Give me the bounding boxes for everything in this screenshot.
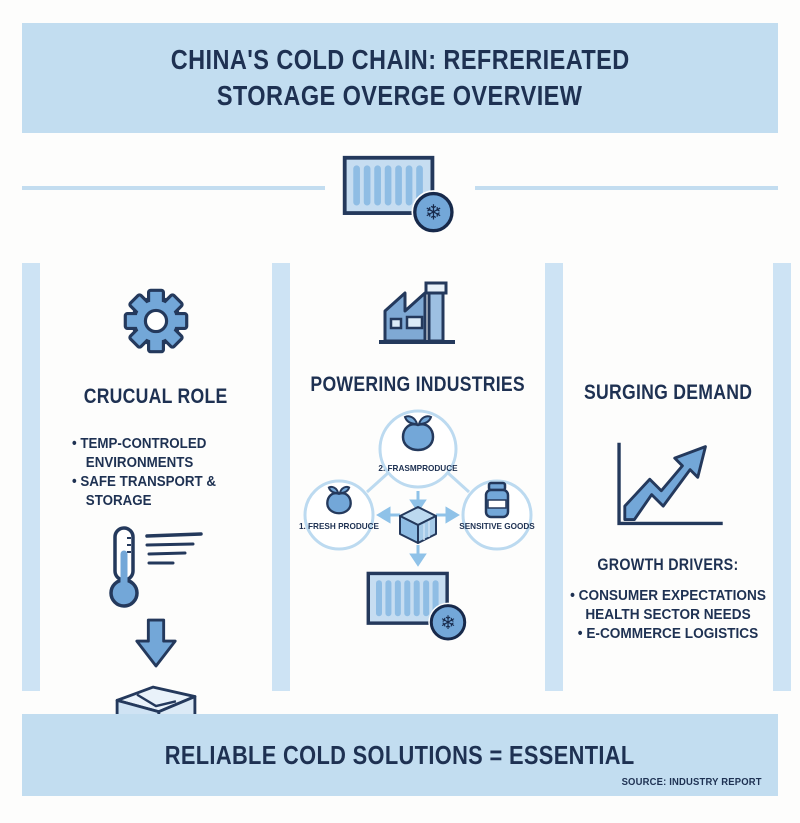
bullet-consumer-expectations: CONSUMER EXPECTATIONS HEALTH SECTOR NEED… <box>570 587 767 625</box>
refrigerated-container-icon: ❄ <box>364 569 472 643</box>
thermometer-reading-lines <box>145 531 203 564</box>
footer-band: RELIABLE COLD SOLUTIONS = ESSENTIAL SOUR… <box>22 714 778 796</box>
apple-icon <box>325 485 352 515</box>
container-stripes <box>353 165 423 206</box>
apple-icon <box>401 415 434 452</box>
column3-heading-wrap: SURGING DEMAND <box>568 381 768 405</box>
column-crucial-role: CRUCUAL ROLE TEMP-CONTROLED ENVIRONMENTS… <box>40 263 272 740</box>
column-surging-demand: SURGING DEMAND GROWTH DRIVERS: CONSUMER … <box>563 263 773 691</box>
columns-row: CRUCUAL ROLE TEMP-CONTROLED ENVIRONMENTS… <box>22 263 792 740</box>
down-arrow-icon <box>133 618 179 668</box>
thermometer-icon <box>95 524 217 614</box>
right-node-label: SENSITIVE GOODS <box>459 522 535 531</box>
column2-heading: POWERING INDUSTRIES <box>310 373 525 396</box>
gear-icon <box>120 285 192 357</box>
column3-heading: SURGING DEMAND <box>584 381 753 404</box>
refrigerated-container-icon: ❄ <box>325 153 475 235</box>
snowflake-icon: ❄ <box>440 613 456 634</box>
cold-chain-flow-diagram: 2. FRASMPRODUCE 1. FRESH PRODUCE SENSITI… <box>296 403 540 569</box>
crucial-role-bullets: TEMP-CONTROLED ENVIRONMENTS SAFE TRANSPO… <box>72 435 256 512</box>
column-divider-bar <box>545 263 564 691</box>
growth-drivers-subheading: GROWTH DRIVERS: <box>597 555 739 574</box>
growth-drivers-bullets: CONSUMER EXPECTATIONS HEALTH SECTOR NEED… <box>570 587 767 644</box>
infographic-page: { "header": { "title_line1": "CHINA'S CO… <box>0 23 800 823</box>
infographic: CHINA'S COLD CHAIN: REFRERIEATED STORAGE… <box>0 23 800 823</box>
left-node-circle <box>303 479 375 551</box>
bullet-ecommerce-logistics: E-COMMERCE LOGISTICS <box>570 625 767 644</box>
growth-chart-icon <box>605 437 731 533</box>
factory-icon <box>375 279 461 349</box>
bullet-safe-transport: SAFE TRANSPORT & STORAGE <box>72 473 256 511</box>
header-band: CHINA'S COLD CHAIN: REFRERIEATED STORAGE… <box>22 23 778 133</box>
column2-heading-wrap: POWERING INDUSTRIES <box>290 373 545 397</box>
top-node-label: 2. FRASMPRODUCE <box>378 464 458 473</box>
bullet-temp-controlled: TEMP-CONTROLED ENVIRONMENTS <box>72 435 256 473</box>
column1-heading: CRUCUAL ROLE <box>84 385 228 408</box>
main-title-text-2: STORAGE OVERGE OVERVIEW <box>217 80 583 111</box>
main-title-line-2: STORAGE OVERGE OVERVIEW <box>182 78 617 114</box>
snowflake-badge <box>413 191 454 233</box>
cube-icon <box>398 506 437 544</box>
column-divider-bar <box>773 263 792 691</box>
snowflake-icon: ❄ <box>425 201 443 225</box>
container-stripes <box>375 580 439 617</box>
main-title-text-1: CHINA'S COLD CHAIN: REFRERIEATED <box>170 44 630 76</box>
left-node-label: 1. FRESH PRODUCE <box>299 522 380 531</box>
main-title-line-1: CHINA'S COLD CHAIN: REFRERIEATED <box>127 42 673 78</box>
column-divider-bar <box>22 263 40 691</box>
column-powering-industries: POWERING INDUSTRIES <box>290 263 545 691</box>
column1-heading-wrap: CRUCUAL ROLE <box>70 385 241 409</box>
footer-title: RELIABLE COLD SOLUTIONS = ESSENTIAL <box>165 739 635 770</box>
column-divider-bar <box>272 263 290 691</box>
diagram-connector-lines <box>365 471 470 494</box>
jar-icon <box>484 481 509 519</box>
source-note: SOURCE: INDUSTRY REPORT <box>621 776 762 788</box>
diagram-arrows <box>375 491 460 567</box>
section-divider: ❄ <box>0 153 800 235</box>
